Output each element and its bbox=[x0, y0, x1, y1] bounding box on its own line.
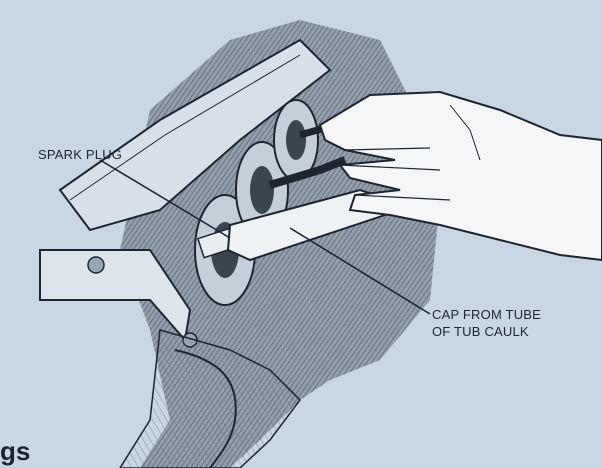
bracket-bolt bbox=[88, 257, 104, 273]
cap-label-line-2: OF TUB CAULK bbox=[432, 323, 592, 340]
cap-label-line-1: CAP FROM TUBE bbox=[432, 306, 592, 323]
cap-label: CAP FROM TUBE OF TUB CAULK bbox=[432, 306, 592, 340]
title-fragment: gs bbox=[0, 436, 30, 467]
spark-plug-label: SPARK PLUG bbox=[38, 146, 122, 163]
